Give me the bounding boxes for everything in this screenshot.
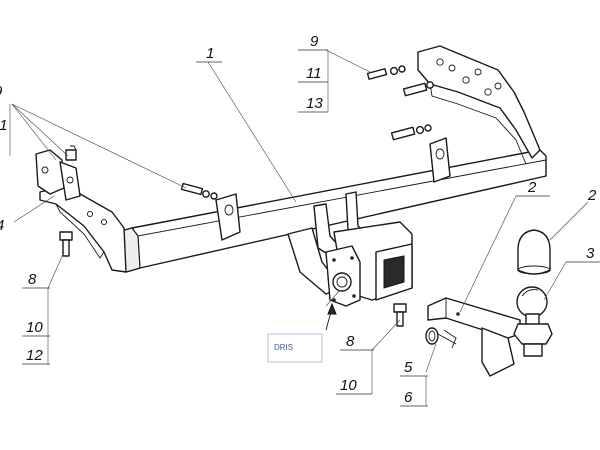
callout-8-left: 8: [28, 271, 37, 288]
arrow-to-receiver: [325, 302, 337, 331]
callout-4: 4: [0, 217, 4, 234]
tow-ball-part-3: [513, 286, 553, 357]
callout-2-right: 2: [587, 187, 597, 204]
callout-6: 6: [404, 389, 413, 406]
callouts: 1 9 11 13 9 11 4 8 10 12 2 2 3 8 10 5 6: [0, 33, 597, 406]
hitch-pin-and-clip: [425, 327, 457, 349]
callout-8-right: 8: [346, 333, 355, 350]
callout-5: 5: [404, 359, 413, 376]
callout-10-left: 10: [26, 319, 43, 336]
bolts-and-washers: [59, 65, 434, 327]
hitch-receiver: [287, 191, 413, 307]
stamp-text: DRIS: [274, 343, 293, 352]
callout-1: 1: [206, 45, 214, 62]
stamp-box: DRIS: [267, 333, 323, 363]
callout-13: 13: [306, 95, 323, 112]
callout-2: 2: [527, 179, 537, 196]
callout-11-top: 11: [306, 65, 322, 82]
callout-9-top: 9: [310, 33, 319, 50]
callout-12: 12: [26, 347, 43, 364]
left-mounting-bracket-part-4: [35, 149, 127, 273]
callout-9-left: 9: [0, 83, 3, 100]
callout-10-right: 10: [340, 377, 357, 394]
callout-3: 3: [586, 245, 595, 262]
ball-cap: [517, 229, 551, 275]
crossbar-lugs: [215, 137, 451, 241]
leader-lines: [9, 49, 600, 407]
ball-mount-part-2: [427, 297, 521, 377]
callout-11-left: 11: [0, 117, 8, 134]
